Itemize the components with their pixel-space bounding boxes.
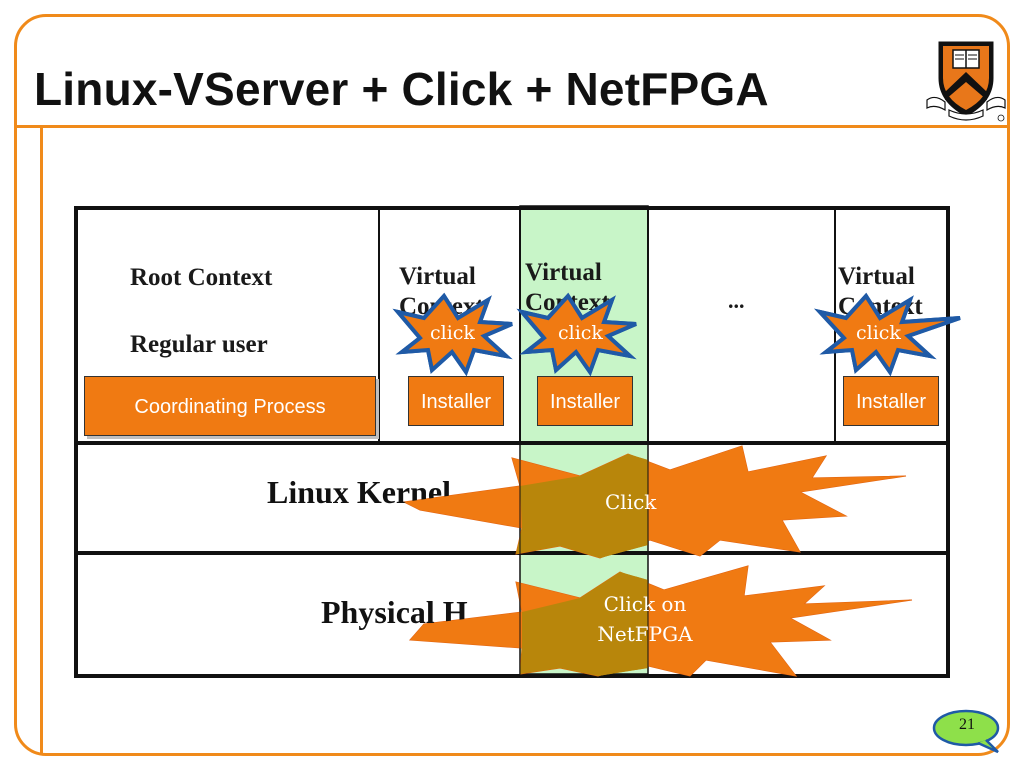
regular-user-label: Regular user [130,331,268,358]
slide-title: Linux-VServer + Click + NetFPGA [34,63,769,115]
title-divider [14,125,1010,128]
netfpga-click-burst [408,565,913,677]
side-divider [40,127,43,755]
kernel-click-label: Click [605,490,657,514]
installer-box-3: Installer [843,376,939,426]
click-label-2: click [558,322,603,344]
netfpga-click-label-line2: NetFPGA [597,622,693,646]
page-number: 21 [959,716,975,733]
installer-box-2: Installer [537,376,633,426]
slide-frame [14,14,1010,756]
virtual-context-2-label: Virtual Context [525,259,610,316]
installer-box-1: Installer [408,376,504,426]
root-context-label: Root Context [130,264,273,291]
more-contexts-ellipsis: ... [728,288,745,313]
virtual-context-3-label: Virtual Context [838,263,923,320]
virtual-context-1-label: Virtual Context [399,263,484,320]
click-label-1: click [430,322,475,344]
university-shield-logo [926,41,1006,122]
linux-kernel-label: Linux Kernel [267,474,452,510]
click-label-3: click [856,322,901,344]
physical-hardware-label: Physical H [321,594,468,630]
page-number-bubble [932,709,1000,754]
coordinating-process-box: Coordinating Process [84,376,376,436]
netfpga-click-label-line1: Click on [603,592,687,616]
